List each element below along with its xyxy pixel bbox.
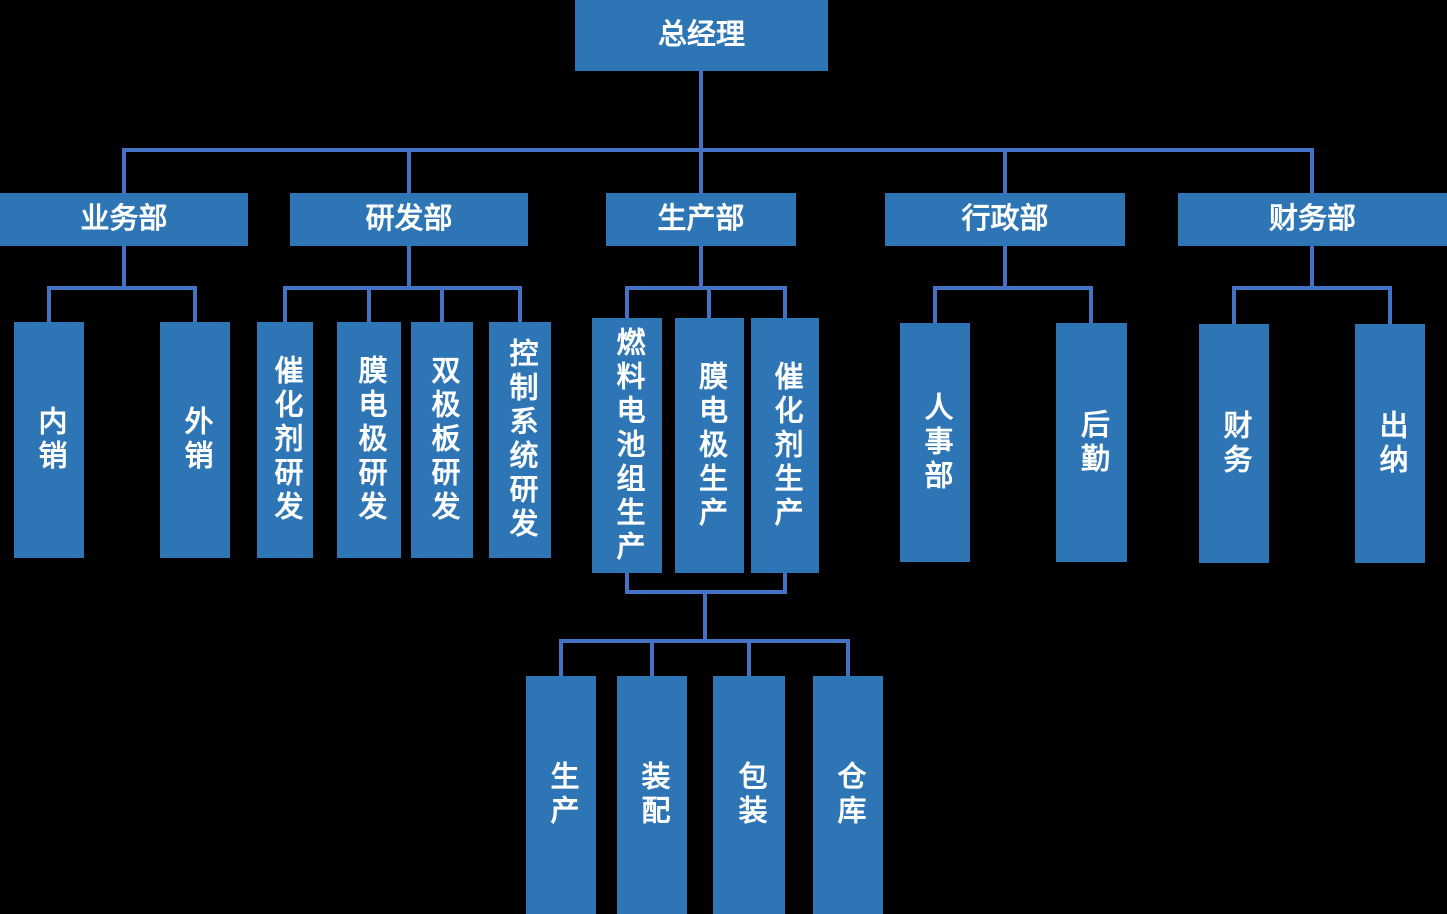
connector-fin-child1: [1232, 286, 1236, 324]
node-general-manager: 总经理: [575, 0, 828, 71]
node-accounting: 财务: [1199, 324, 1269, 563]
node-admin-dept: 行政部: [885, 193, 1125, 246]
node-label: 包装: [733, 761, 766, 829]
connector-biz-child1: [47, 286, 51, 322]
connector-biz-stub: [122, 148, 126, 193]
connector-prodline-child2: [650, 639, 654, 676]
connector-biz-rail: [47, 286, 197, 290]
node-fuel-cell-stack-production: 燃料电池组生产: [592, 318, 662, 573]
connector-prod-rail: [625, 286, 787, 290]
connector-rd-drop: [407, 246, 411, 290]
node-label: 膜电极生产: [694, 360, 727, 531]
connector-prodline-rail: [559, 639, 850, 643]
connector-prodline-up2: [783, 573, 787, 594]
node-label: 行政部: [961, 202, 1049, 235]
node-label: 控制系统研发: [504, 338, 537, 542]
node-label: 业务部: [80, 202, 168, 235]
connector-fin-rail: [1232, 286, 1392, 290]
connector-fin-stub: [1310, 148, 1314, 193]
node-label: 生产: [545, 761, 578, 829]
node-label: 催化剂生产: [769, 360, 802, 531]
connector-prodline-child3: [747, 639, 751, 676]
connector-prod-child3: [783, 286, 787, 320]
node-label: 燃料电池组生产: [611, 326, 644, 565]
connector-prod-child1: [625, 286, 629, 320]
connector-prodline-child1: [559, 639, 563, 676]
node-control-system-rnd: 控制系统研发: [489, 322, 551, 558]
connector-admin-child1: [933, 286, 937, 323]
connector-prod-child2: [707, 286, 711, 320]
connector-admin-child2: [1089, 286, 1093, 323]
node-label: 财务: [1218, 409, 1251, 478]
node-label: 内销: [33, 406, 66, 474]
node-membrane-electrode-rnd: 膜电极研发: [337, 322, 401, 558]
connector-biz-drop: [122, 246, 126, 290]
node-label: 催化剂研发: [269, 355, 302, 525]
node-label: 装配: [636, 761, 669, 829]
connector-fin-drop: [1310, 246, 1314, 290]
node-label: 财务部: [1268, 202, 1356, 235]
connector-prod-stub: [699, 148, 703, 193]
node-label: 后勤: [1076, 408, 1109, 477]
node-hr-dept: 人事部: [900, 323, 970, 562]
node-assembly: 装配: [617, 676, 687, 914]
connector-prod-drop: [699, 246, 703, 290]
node-domestic-sales: 内销: [14, 322, 84, 558]
connector-rd-child2: [367, 286, 371, 322]
connector-prodline-drop: [703, 590, 707, 643]
node-finance-dept: 财务部: [1178, 193, 1447, 246]
connector-rd-stub: [407, 148, 411, 193]
connector-fin-child2: [1388, 286, 1392, 324]
node-business-dept: 业务部: [0, 193, 248, 246]
node-catalyst-rnd: 催化剂研发: [257, 322, 313, 558]
connector-prodline-up1: [625, 573, 629, 594]
connector-rd-child4: [518, 286, 522, 322]
node-bipolar-plate-rnd: 双极板研发: [411, 322, 473, 558]
node-label: 人事部: [919, 391, 952, 494]
connector-root-drop: [699, 71, 703, 152]
node-cashier: 出纳: [1355, 324, 1425, 563]
node-warehouse: 仓库: [813, 676, 883, 914]
node-packaging: 包装: [713, 676, 785, 914]
node-catalyst-production: 催化剂生产: [751, 318, 819, 573]
node-production-dept: 生产部: [606, 193, 796, 246]
node-label: 仓库: [832, 761, 865, 829]
connector-admin-rail: [933, 286, 1093, 290]
connector-rd-child1: [283, 286, 287, 322]
node-rnd-dept: 研发部: [290, 193, 528, 246]
connector-l2-rail: [122, 148, 1314, 152]
node-manufacturing: 生产: [526, 676, 596, 914]
node-label: 膜电极研发: [353, 355, 386, 525]
connector-admin-drop: [1003, 246, 1007, 290]
connector-rd-child3: [440, 286, 444, 322]
node-label: 研发部: [365, 202, 453, 235]
connector-admin-stub: [1003, 148, 1007, 193]
node-label: 生产部: [657, 202, 745, 235]
node-label: 出纳: [1374, 409, 1407, 478]
connector-prodline-child4: [846, 639, 850, 676]
node-label: 双极板研发: [426, 355, 459, 525]
node-export-sales: 外销: [160, 322, 230, 558]
node-logistics: 后勤: [1056, 323, 1127, 562]
node-label: 外销: [179, 406, 212, 474]
node-membrane-electrode-production: 膜电极生产: [675, 318, 744, 573]
node-label: 总经理: [657, 18, 745, 51]
connector-biz-child2: [193, 286, 197, 322]
connector-rd-rail: [283, 286, 522, 290]
